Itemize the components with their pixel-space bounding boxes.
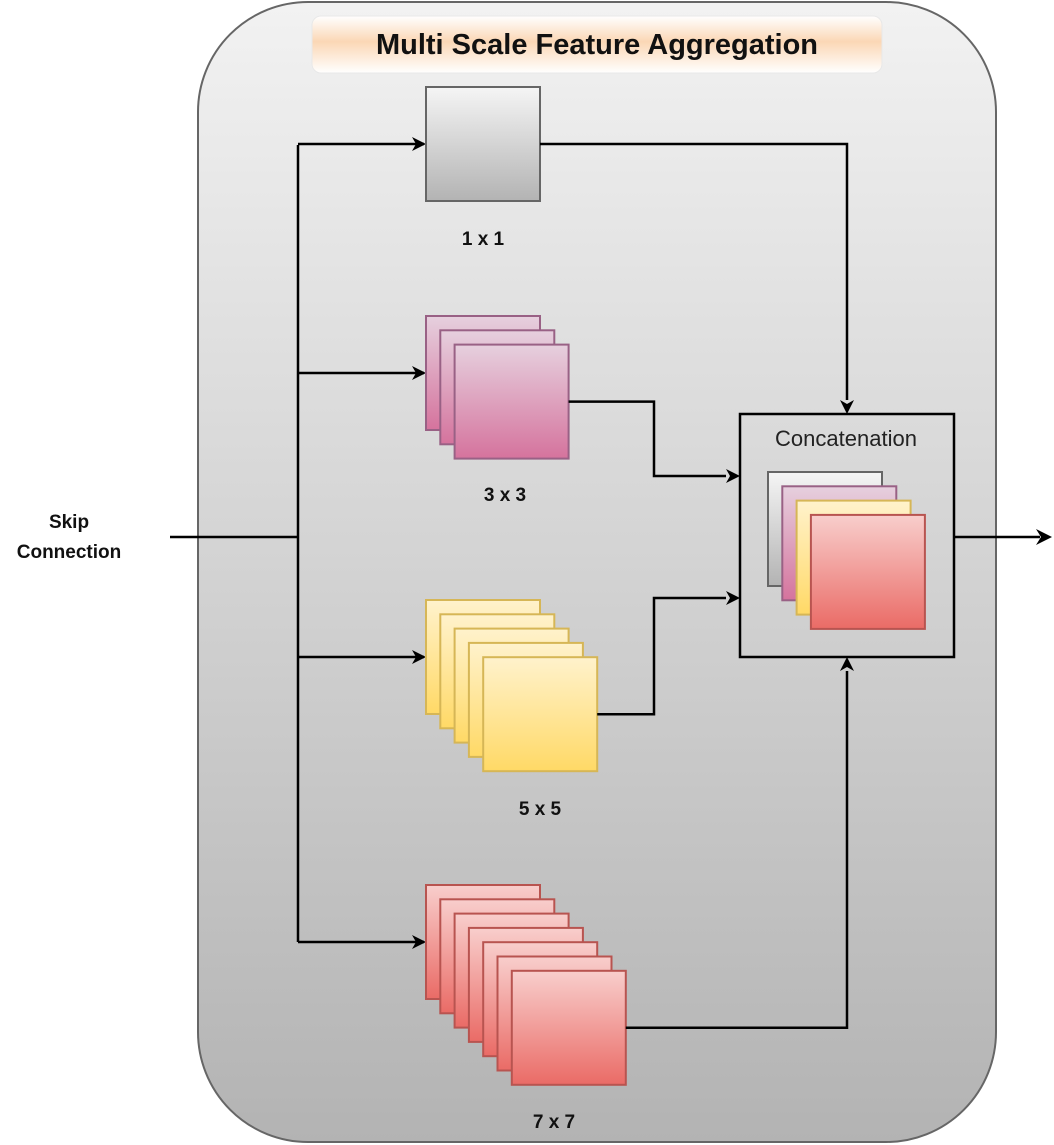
diagram-title: Multi Scale Feature Aggregation <box>376 29 818 61</box>
branch-5x5: 5 x 5 <box>298 591 740 820</box>
branch-7x7-input-arrowhead <box>412 935 426 949</box>
branch-5x5-output-arrowhead <box>726 591 740 605</box>
concatenation-box <box>738 412 956 659</box>
output-arrowhead <box>1036 529 1052 545</box>
branch-1x1-input-arrowhead <box>412 137 426 151</box>
filter-block-3x3-3 <box>453 343 570 460</box>
output-wire <box>954 529 1052 545</box>
skip-connection-label-line2: Connection <box>17 542 122 563</box>
title-banner <box>311 15 883 74</box>
branch-label-5x5: 5 x 5 <box>519 799 562 820</box>
branch-label-1x1: 1 x 1 <box>462 229 505 250</box>
branch-3x3-output-arrowhead <box>726 469 740 483</box>
branch-1x1: 1 x 1 <box>298 86 854 414</box>
branch-3x3: 3 x 3 <box>298 315 740 506</box>
branch-label-3x3: 3 x 3 <box>484 485 526 506</box>
concatenated-feature-stack <box>767 471 926 630</box>
filter-block-7x7-7 <box>510 969 627 1086</box>
concatenation-label: Concatenation <box>775 426 917 451</box>
branch-7x7-output-arrowhead <box>840 657 854 671</box>
branch-7x7: 7 x 7 <box>298 657 854 1133</box>
branch-1x1-output-line <box>540 142 849 400</box>
filter-block-5x5-5 <box>482 656 599 773</box>
branch-7x7-output-line <box>625 671 849 1030</box>
branches-layer: 1 x 1 3 x 3 5 x 5 7 x 7 <box>298 86 854 1133</box>
input-wires <box>170 145 300 942</box>
branch-3x3-input-arrowhead <box>412 366 426 380</box>
concat-block-7x7 <box>809 513 926 630</box>
branch-1x1-output-arrowhead <box>840 400 854 414</box>
branch-3x3-output-line <box>568 400 726 478</box>
branch-5x5-output-line <box>597 596 726 716</box>
branch-5x5-input-arrowhead <box>412 650 426 664</box>
skip-connection-label-line1: Skip <box>49 512 89 533</box>
branch-label-7x7: 7 x 7 <box>533 1112 575 1133</box>
filter-block-1x1-1 <box>425 86 541 202</box>
module-container <box>197 1 997 1143</box>
